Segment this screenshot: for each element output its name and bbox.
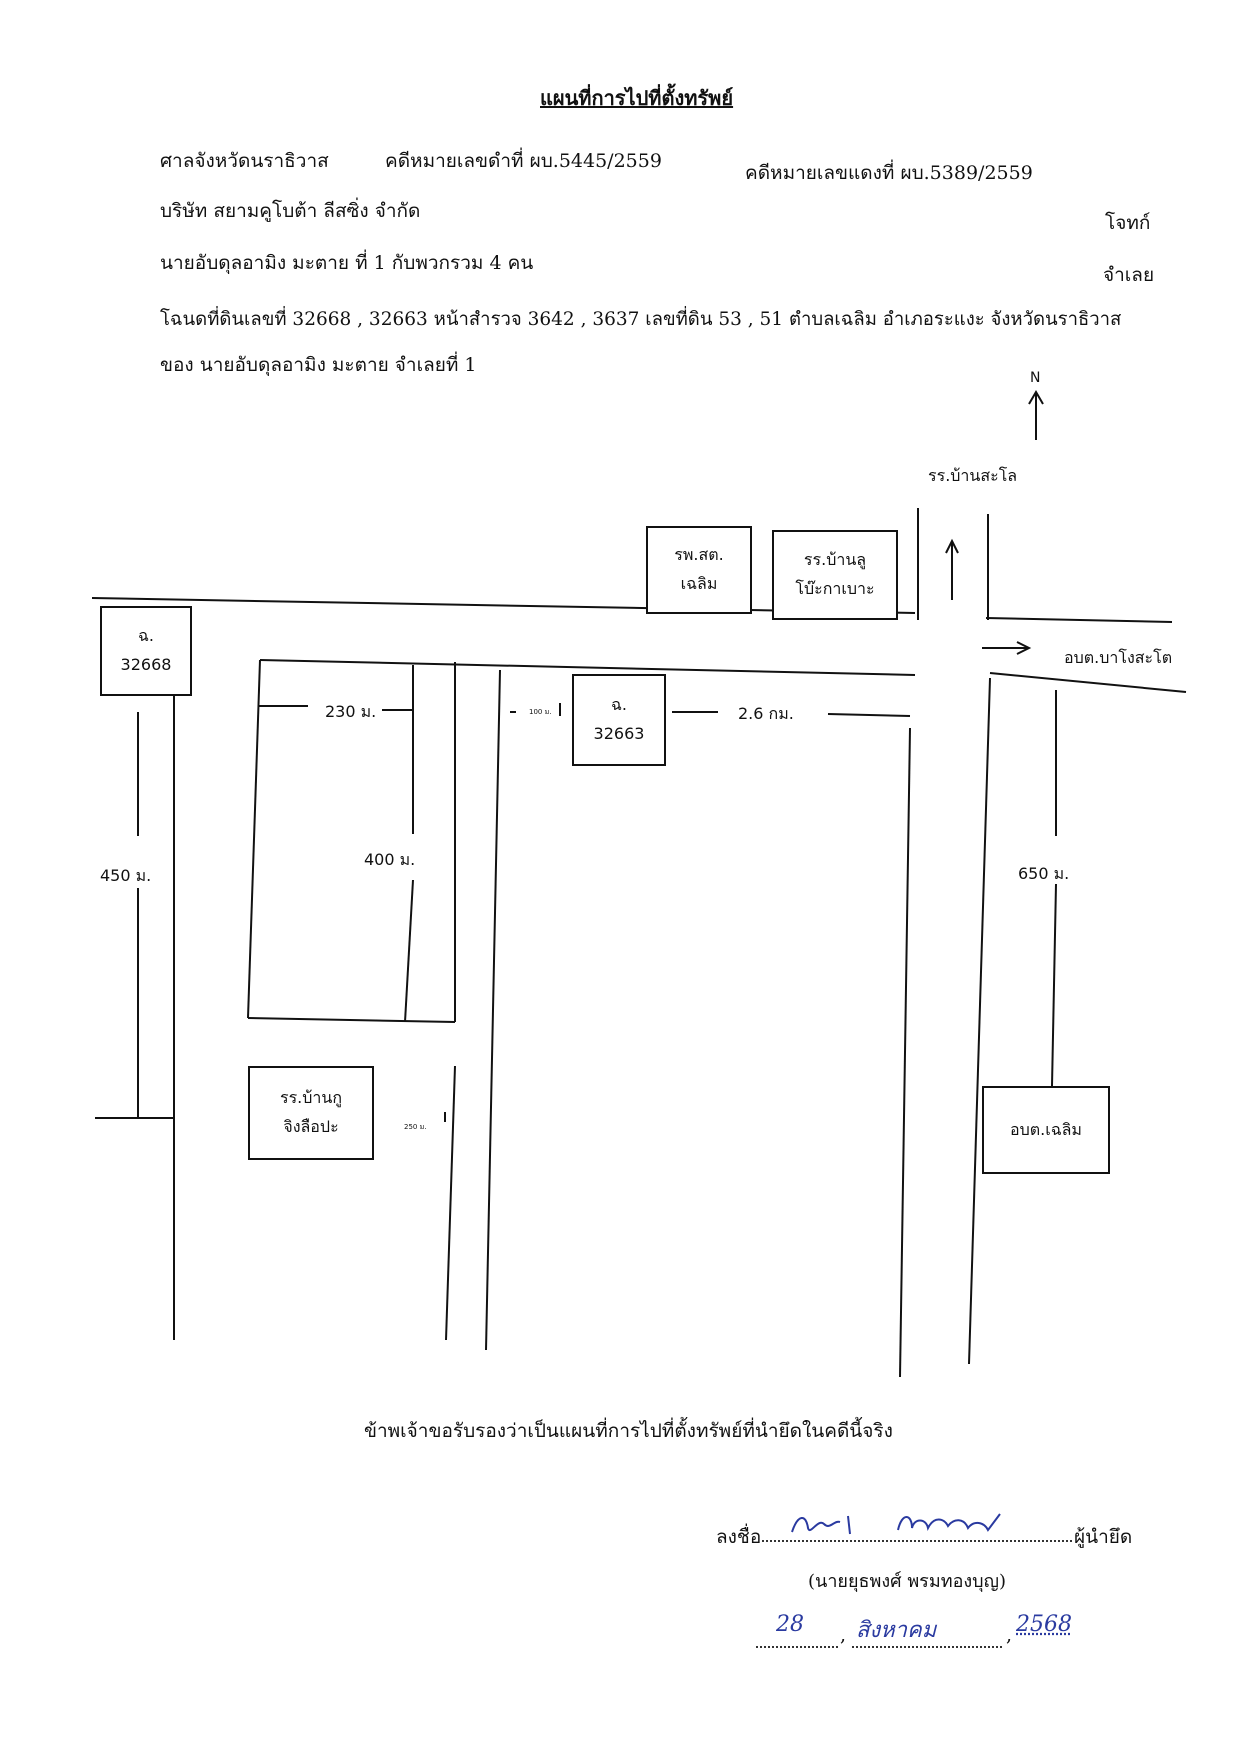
- date-sep-1: ,: [840, 1624, 847, 1646]
- school-lu-box: รร.บ้านลู โบ๊ะกาเบาะ: [772, 530, 898, 620]
- school-ku-label-1: รร.บ้านกู: [279, 1088, 343, 1108]
- school-ku-box: รร.บ้านกู จิงลือปะ: [248, 1066, 374, 1160]
- defendant-role: จำเลย: [1103, 264, 1155, 286]
- obt-bangos-label: อบต.บาโงสะโต: [1064, 648, 1173, 667]
- school-lu-label-2: โบ๊ะกาเบาะ: [795, 579, 875, 598]
- certification-text: ข้าพเจ้าขอรับรองว่าเป็นแผนที่การไปที่ตั้…: [364, 1420, 893, 1442]
- distance-230: 230 ม.: [325, 702, 377, 721]
- deed-32663-box: ฉ. 32663: [572, 674, 666, 766]
- distance-400: 400 ม.: [364, 850, 416, 869]
- hospital-label-2: เฉลิม: [680, 574, 718, 593]
- sign-role: ผู้นำยึด: [1074, 1526, 1133, 1548]
- hospital-label-1: รพ.สต.: [674, 545, 724, 565]
- signer-name: (นายยุธพงศ์ พรมทองบุญ): [808, 1571, 1006, 1592]
- school-ku-label-2: จิงลือปะ: [283, 1117, 339, 1136]
- defendant-name: นายอับดุลอามิง มะตาย ที่ 1 กับพวกรวม 4 ค…: [160, 252, 534, 274]
- red-case-number: คดีหมายเลขแดงที่ ผบ.5389/2559: [745, 162, 1033, 184]
- plaintiff-name: บริษัท สยามคูโบต้า ลีสซิ่ง จำกัด: [160, 200, 421, 222]
- school-banskol-label: รร.บ้านสะโล: [928, 466, 1018, 485]
- court-name: ศาลจังหวัดนราธิวาส: [160, 150, 329, 172]
- signature-line: [762, 1528, 1072, 1542]
- title-deed-details: โฉนดที่ดินเลขที่ 32668 , 32663 หน้าสำรวจ…: [160, 309, 1122, 330]
- sign-label: ลงชื่อ: [716, 1526, 762, 1548]
- obt-chalerm-label: อบต.เฉลิม: [1010, 1119, 1082, 1139]
- black-case-number: คดีหมายเลขดำที่ ผบ.5445/2559: [385, 150, 662, 172]
- plaintiff-role: โจทก์: [1105, 212, 1151, 234]
- distance-250: 250 ม.: [404, 1123, 427, 1131]
- deed-32668-box: ฉ. 32668: [100, 606, 192, 696]
- date-month: สิงหาคม: [856, 1618, 937, 1643]
- obt-chalerm-box: อบต.เฉลิม: [982, 1086, 1110, 1174]
- distance-650: 650 ม.: [1018, 864, 1070, 883]
- date-year: 2568: [1016, 1612, 1072, 1637]
- deed-32668-label-2: 32668: [120, 655, 172, 674]
- deed-32668-label-1: ฉ.: [138, 626, 154, 646]
- north-label: N: [1030, 370, 1041, 386]
- hospital-box: รพ.สต. เฉลิม: [646, 526, 752, 614]
- deed-32663-label-2: 32663: [593, 724, 645, 743]
- deed-32663-label-1: ฉ.: [611, 695, 627, 715]
- date-day-line: [756, 1636, 838, 1648]
- date-sep-2: ,: [1006, 1624, 1013, 1646]
- date-month-line: [852, 1636, 1002, 1648]
- distance-2-6km: 2.6 กม.: [738, 704, 794, 723]
- school-lu-label-1: รร.บ้านลู: [803, 550, 867, 570]
- owner-line: ของ นายอับดุลอามิง มะตาย จำเลยที่ 1: [160, 354, 477, 376]
- distance-100: 100 ม.: [529, 708, 552, 716]
- document-title: แผนที่การไปที่ตั้งทรัพย์: [540, 86, 734, 110]
- distance-450: 450 ม.: [100, 866, 152, 885]
- handwritten-signature: [791, 1513, 1001, 1535]
- date-day: 28: [776, 1612, 804, 1637]
